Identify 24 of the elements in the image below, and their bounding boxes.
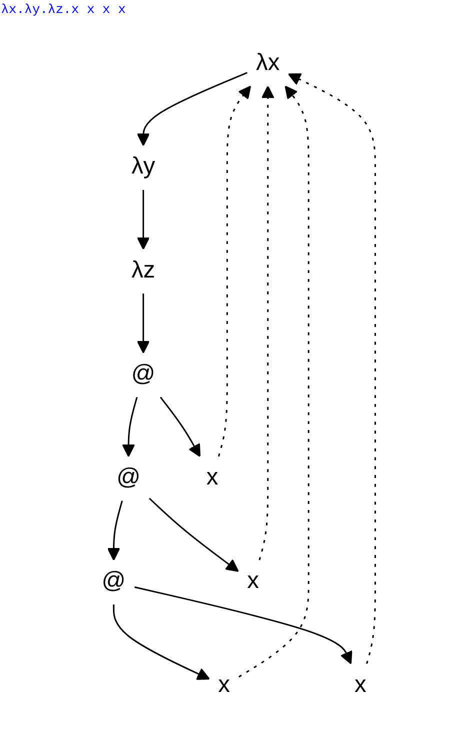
term-label: @ [116, 465, 141, 490]
arrow [136, 294, 150, 354]
arrow [134, 586, 352, 664]
arrow [122, 397, 138, 458]
arrow [148, 498, 239, 572]
arrow [136, 190, 150, 250]
arrow [112, 604, 210, 680]
binding-arrow [258, 86, 274, 560]
term-label: λx [256, 50, 280, 76]
term-label: @ [102, 568, 126, 594]
term-label: @ [131, 362, 156, 387]
term-label: x [206, 465, 218, 490]
arrow [136, 72, 248, 146]
binding-arrow [288, 73, 376, 664]
term-label: x [218, 672, 230, 698]
arrow [160, 396, 201, 458]
arrow [107, 500, 123, 561]
term-label: λy [131, 154, 156, 180]
title: λx.λy.λz.x x x x [1, 2, 126, 17]
term-label: x [247, 568, 259, 594]
term-label: x [354, 672, 366, 698]
binding-arrow [218, 86, 251, 457]
term-label: λz [131, 258, 156, 284]
binding-arrow [238, 86, 310, 678]
